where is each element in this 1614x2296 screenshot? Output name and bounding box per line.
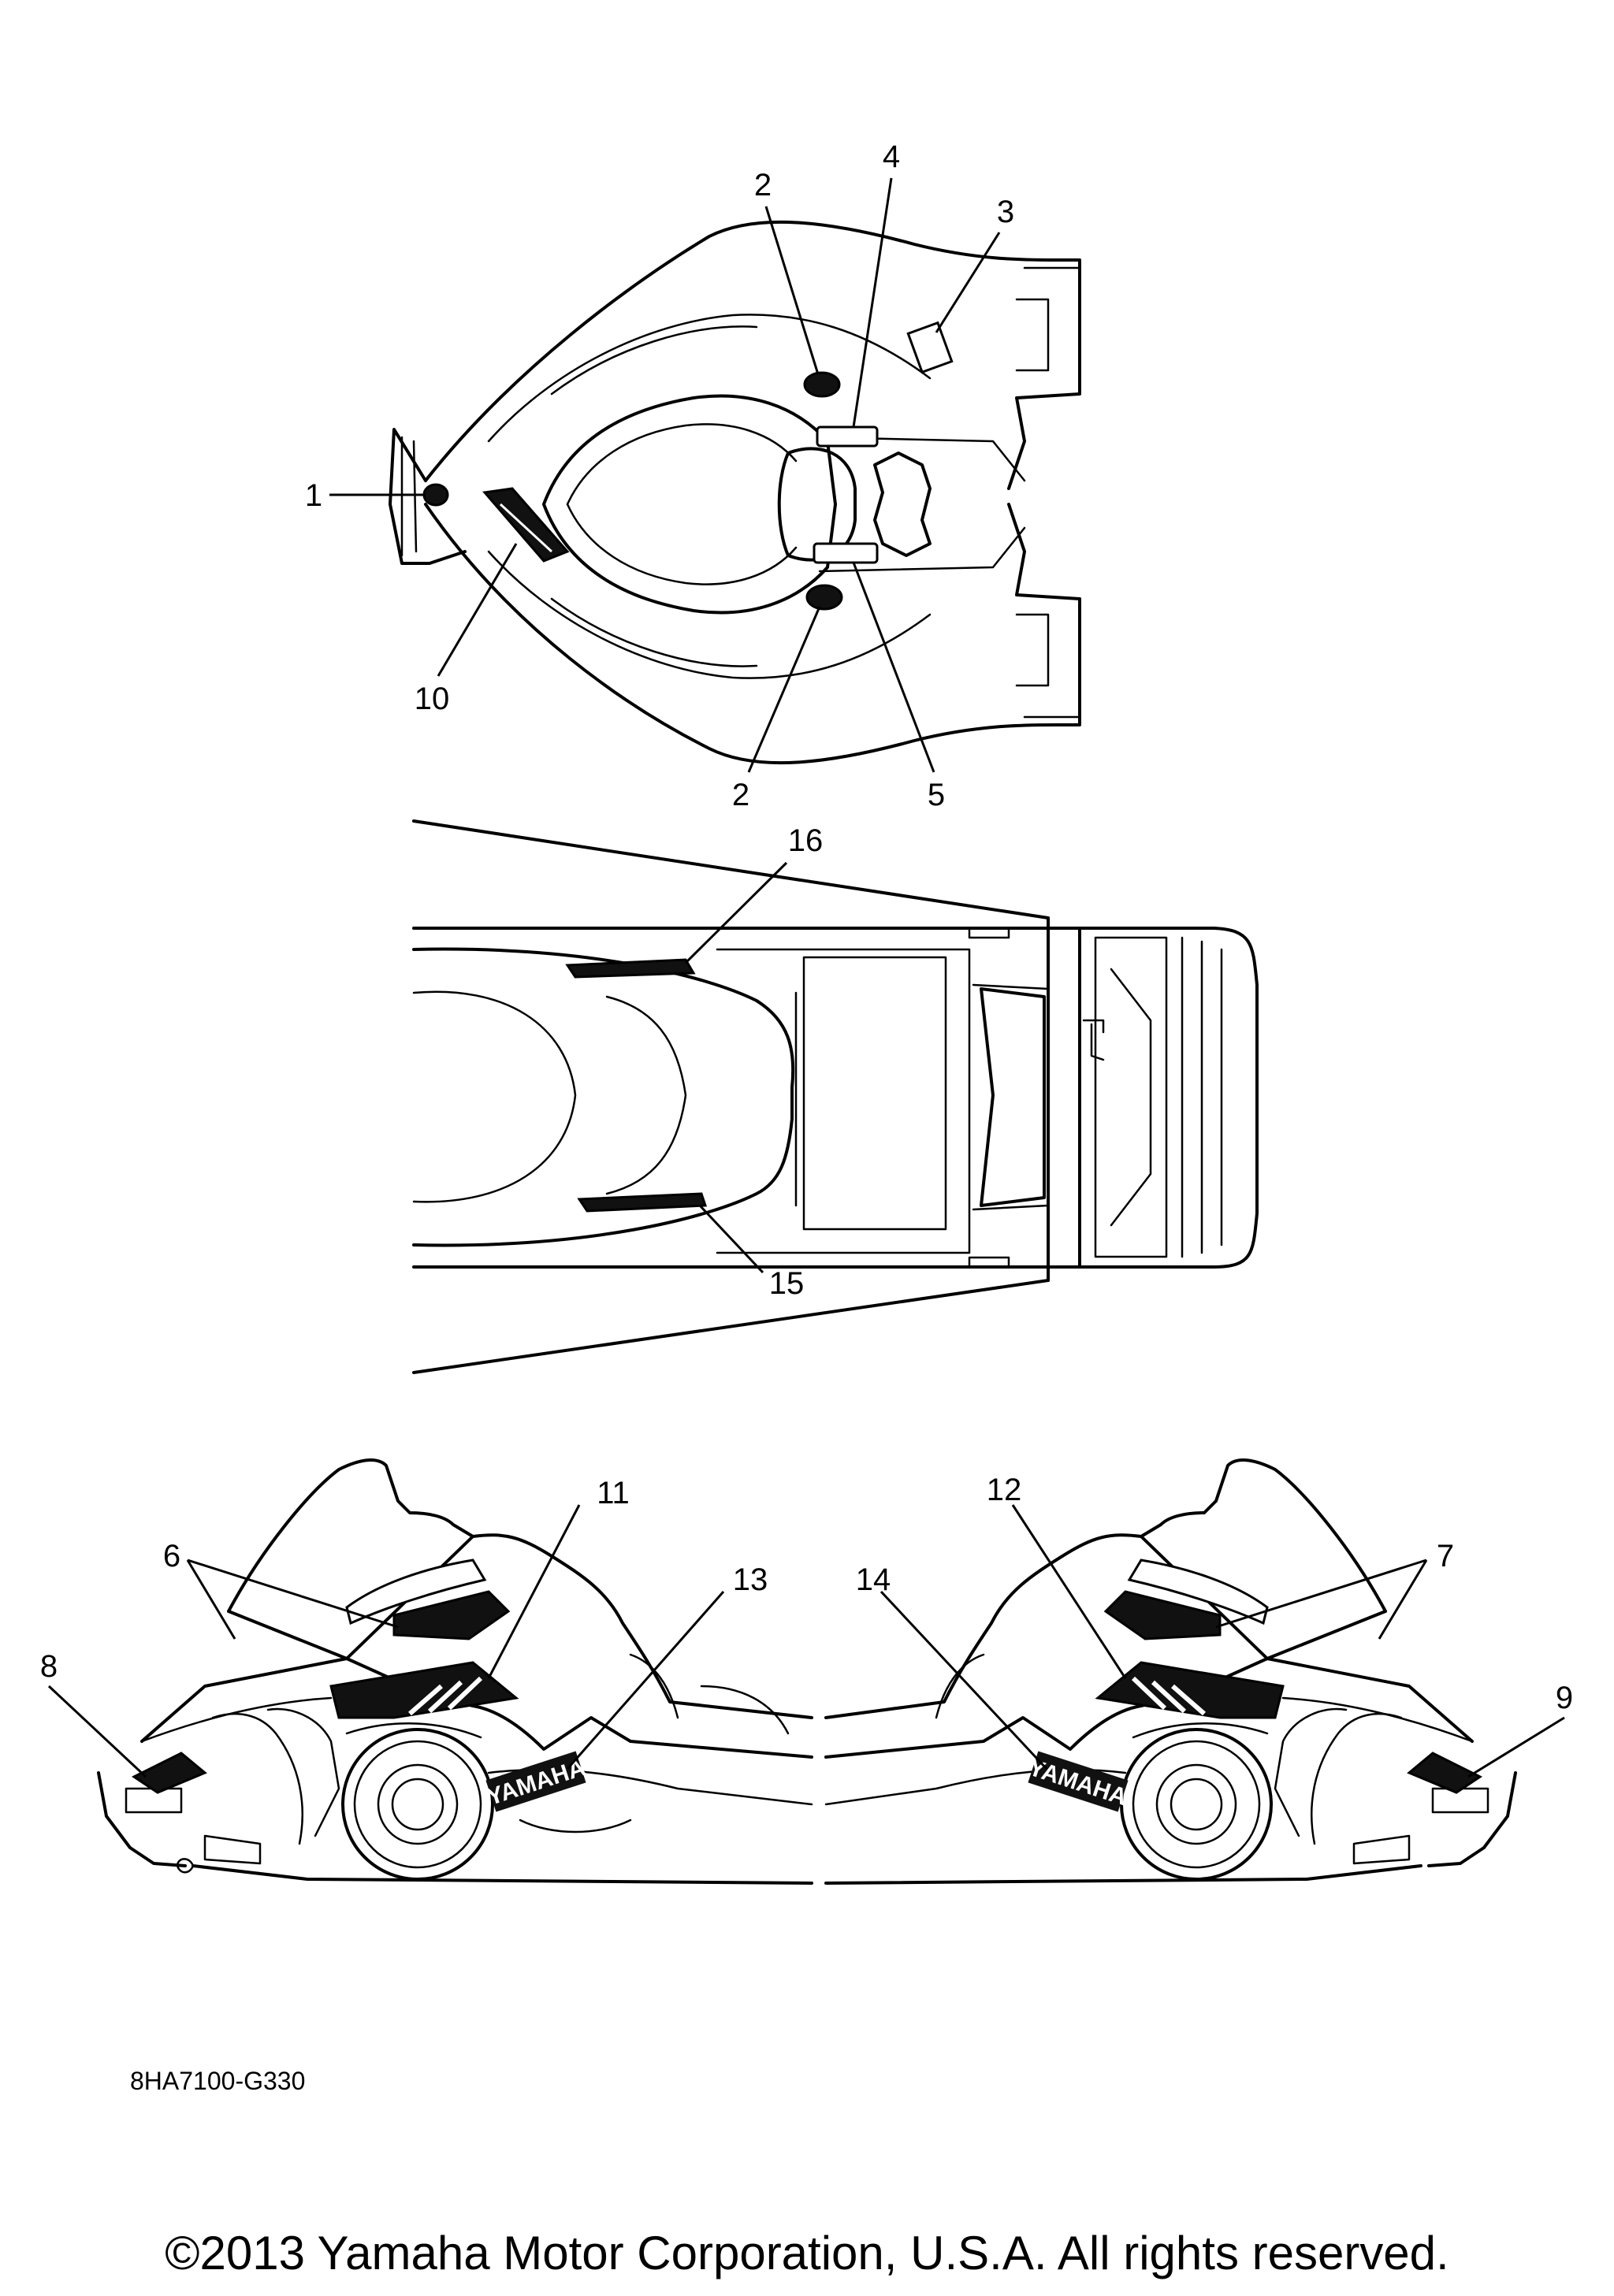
callout-6: 6: [163, 1539, 180, 1573]
callout-12: 12: [987, 1473, 1022, 1507]
decal-side-12: [1095, 1661, 1285, 1719]
callout-16: 16: [788, 823, 824, 858]
callout-15: 15: [769, 1266, 805, 1301]
decal-tunnel-16: [565, 958, 696, 979]
decal-front-8: [132, 1752, 207, 1794]
decal-emblem-2-lower: [805, 584, 843, 611]
decal-yamaha-13: YAMAHA: [484, 1751, 589, 1812]
callout-3: 3: [997, 195, 1014, 229]
decal-emblem-2-upper: [803, 371, 841, 398]
callout-14: 14: [856, 1562, 891, 1597]
decal-side-11: [329, 1661, 519, 1719]
decal-label-3: [906, 321, 954, 374]
callout-8: 8: [40, 1649, 58, 1684]
decal-hood-stripe-7: [1103, 1559, 1269, 1640]
callout-7: 7: [1437, 1539, 1454, 1573]
decal-tunnel-15: [577, 1192, 708, 1213]
callout-5: 5: [928, 778, 945, 812]
callout-2-upper: 2: [754, 168, 772, 202]
rear-view-drawing: [412, 819, 1259, 1374]
leader-lines-rear: [684, 861, 788, 1274]
decal-yamaha-14: YAMAHA: [1025, 1751, 1130, 1812]
decal-hood-stripe-6: [345, 1559, 511, 1640]
decal-emblem-1: [422, 483, 449, 507]
decal-label-4: [816, 425, 879, 448]
callout-4: 4: [883, 139, 900, 174]
callout-9: 9: [1556, 1681, 1573, 1715]
leader-lines-top: [329, 177, 1001, 773]
leader-lines-right: [880, 1504, 1565, 1778]
callout-1: 1: [305, 478, 322, 513]
callout-10: 10: [415, 682, 450, 716]
callout-11: 11: [597, 1476, 630, 1510]
callout-numbers: 1 2 2 3 4 5 6 7 8 9 10 11 12 13 14 15 16: [40, 139, 1573, 1715]
diagram-code: 8HA7100-G330: [130, 2067, 305, 2095]
decal-strip-10: [482, 487, 570, 563]
top-view-drawing: [389, 220, 1081, 765]
decal-label-5: [813, 542, 879, 564]
decal-front-9: [1407, 1752, 1482, 1794]
leader-lines-left: [47, 1504, 725, 1778]
copyright-notice: ©2013 Yamaha Motor Corporation, U.S.A. A…: [165, 2227, 1449, 2279]
callout-13: 13: [733, 1562, 768, 1597]
callout-2-lower: 2: [732, 778, 749, 812]
